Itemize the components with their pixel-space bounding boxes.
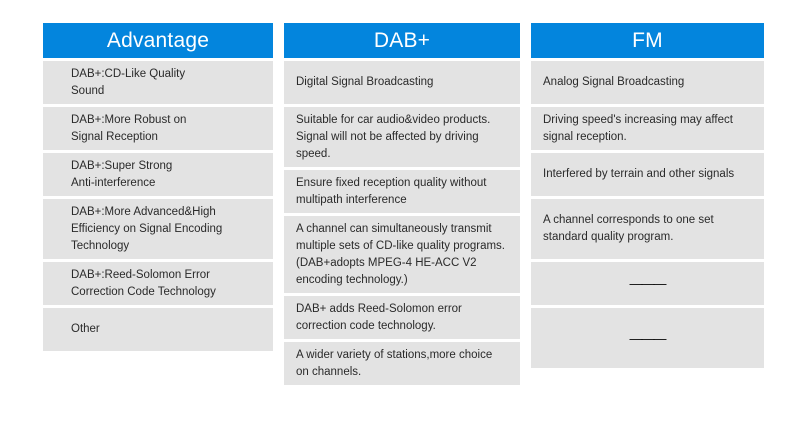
cell-text: Other [71, 323, 100, 335]
table-cell: DAB+:Super Strong Anti-interference [43, 153, 273, 196]
table-cell-empty-dash: ——— [531, 308, 764, 368]
cell-text: DAB+:More Robust on Signal Reception [71, 113, 187, 143]
table-cell: DAB+:Reed-Solomon Error Correction Code … [43, 262, 273, 305]
table-cell: Suitable for car audio&video products. S… [284, 107, 520, 167]
table-cell: Ensure fixed reception quality without m… [284, 170, 520, 213]
cell-text: DAB+:CD-Like Quality Sound [71, 67, 186, 97]
table-column-fm: FM Analog Signal Broadcasting Driving sp… [531, 23, 764, 368]
table-column-dab: DAB+ Digital Signal Broadcasting Suitabl… [284, 23, 520, 385]
table-cell: Interfered by terrain and other signals [531, 153, 764, 196]
table-cell: Digital Signal Broadcasting [284, 61, 520, 104]
table-cell: DAB+ adds Reed-Solomon error correction … [284, 296, 520, 339]
cell-text: DAB+:More Advanced&High Efficiency on Si… [71, 205, 223, 252]
table-column-advantage: Advantage DAB+:CD-Like Quality Sound DAB… [43, 23, 273, 351]
cell-text: Suitable for car audio&video products. S… [296, 113, 491, 160]
table-cell: DAB+:CD-Like Quality Sound [43, 61, 273, 104]
cell-text: A wider variety of stations,more choice … [296, 348, 493, 378]
table-cell: A channel corresponds to one set standar… [531, 199, 764, 259]
table-cell: Other [43, 308, 273, 351]
column-header-advantage: Advantage [43, 23, 273, 58]
table-cell: Driving speed's increasing may affect si… [531, 107, 764, 150]
cell-text: DAB+ adds Reed-Solomon error correction … [296, 302, 462, 332]
cell-text: DAB+:Reed-Solomon Error Correction Code … [71, 268, 216, 298]
cell-text: DAB+:Super Strong Anti-interference [71, 159, 173, 189]
cell-text: Driving speed's increasing may affect si… [543, 113, 733, 143]
column-header-dab: DAB+ [284, 23, 520, 58]
cell-text: Ensure fixed reception quality without m… [296, 176, 487, 206]
cell-text: A channel can simultaneously transmit mu… [296, 222, 505, 286]
table-cell-empty-dash: ——— [531, 262, 764, 305]
cell-text: Interfered by terrain and other signals [543, 168, 735, 180]
cell-text: Digital Signal Broadcasting [296, 76, 434, 88]
cell-text: Analog Signal Broadcasting [543, 76, 685, 88]
column-header-fm: FM [531, 23, 764, 58]
table-cell: DAB+:More Robust on Signal Reception [43, 107, 273, 150]
table-cell: A wider variety of stations,more choice … [284, 342, 520, 385]
comparison-table: Advantage DAB+:CD-Like Quality Sound DAB… [43, 23, 767, 385]
table-cell: Analog Signal Broadcasting [531, 61, 764, 104]
em-dash-icon: ——— [629, 330, 667, 346]
cell-text: A channel corresponds to one set standar… [543, 214, 714, 243]
em-dash-icon: ——— [629, 276, 667, 291]
table-cell: DAB+:More Advanced&High Efficiency on Si… [43, 199, 273, 259]
table-cell: A channel can simultaneously transmit mu… [284, 216, 520, 293]
